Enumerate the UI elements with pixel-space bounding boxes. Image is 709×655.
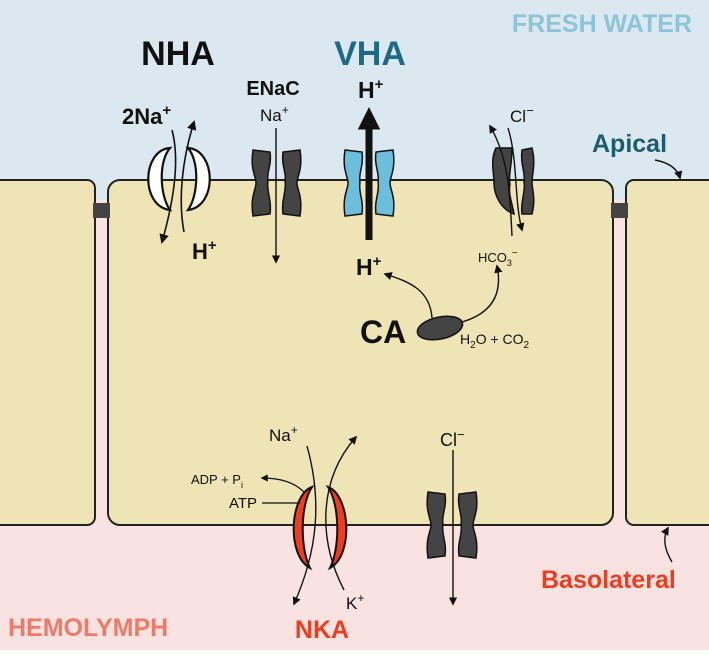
adp-arrow: [260, 474, 305, 493]
nka-label: NKA: [295, 616, 349, 644]
cl-baso-ion: Cl−: [440, 427, 465, 450]
tight-junction-right: [611, 203, 628, 218]
vha-h-bottom-ion: H+: [356, 253, 382, 280]
epithelial-cell: [107, 179, 614, 526]
nka-pump: [292, 485, 348, 571]
nha-na-arrow: [159, 129, 177, 244]
nha-label: NHA: [141, 35, 215, 73]
apical-label: Apical: [592, 130, 667, 158]
h2o-co2-substrate: H2O + CO2: [460, 331, 530, 351]
vha-pump: [343, 149, 395, 217]
hemolymph-label: HEMOLYMPH: [8, 614, 168, 642]
vha-label: VHA: [334, 35, 406, 73]
ca-h-arrow: [383, 272, 433, 319]
hco3-ion: HCO3−: [478, 248, 518, 268]
ca-label: CA: [360, 314, 406, 350]
basolateral-cl-channel: [426, 491, 478, 559]
ca-hco3-arrow: [461, 264, 503, 323]
adp-pi-label: ADP + Pi: [191, 472, 243, 490]
nka-na-ion: Na+: [269, 423, 298, 445]
nha-na-ion: 2Na+: [122, 102, 171, 129]
enac-channel: [251, 149, 302, 217]
apical-pointer-arrow: [654, 159, 683, 180]
nha-h-arrow: [180, 120, 197, 233]
nka-k-arrow: [325, 435, 358, 591]
tight-junction-left: [93, 203, 110, 218]
cl-apical-ion: Cl−: [510, 103, 534, 126]
fresh-water-label: FRESH WATER: [512, 10, 692, 38]
carbonic-anhydrase-enzyme: [416, 315, 464, 341]
hco3-efflux-arrow: [489, 124, 513, 237]
right-neighbor-cell: [625, 179, 709, 526]
vha-h-top-ion: H+: [358, 76, 384, 103]
cl-hco3-exchanger: [491, 147, 535, 216]
nha-h-ion: H+: [192, 237, 217, 264]
enac-na-ion: Na+: [260, 103, 289, 125]
basolateral-pointer-arrow: [661, 526, 673, 563]
nka-k-ion: K+: [346, 591, 364, 613]
cl-influx-arrow: [507, 127, 525, 232]
nka-na-arrow: [292, 445, 317, 606]
left-neighbor-cell: [0, 179, 96, 526]
enac-label: ENaC: [246, 78, 299, 100]
basolateral-label: Basolateral: [541, 566, 676, 594]
atp-label: ATP: [229, 495, 257, 512]
nha-right-half: [185, 146, 211, 212]
